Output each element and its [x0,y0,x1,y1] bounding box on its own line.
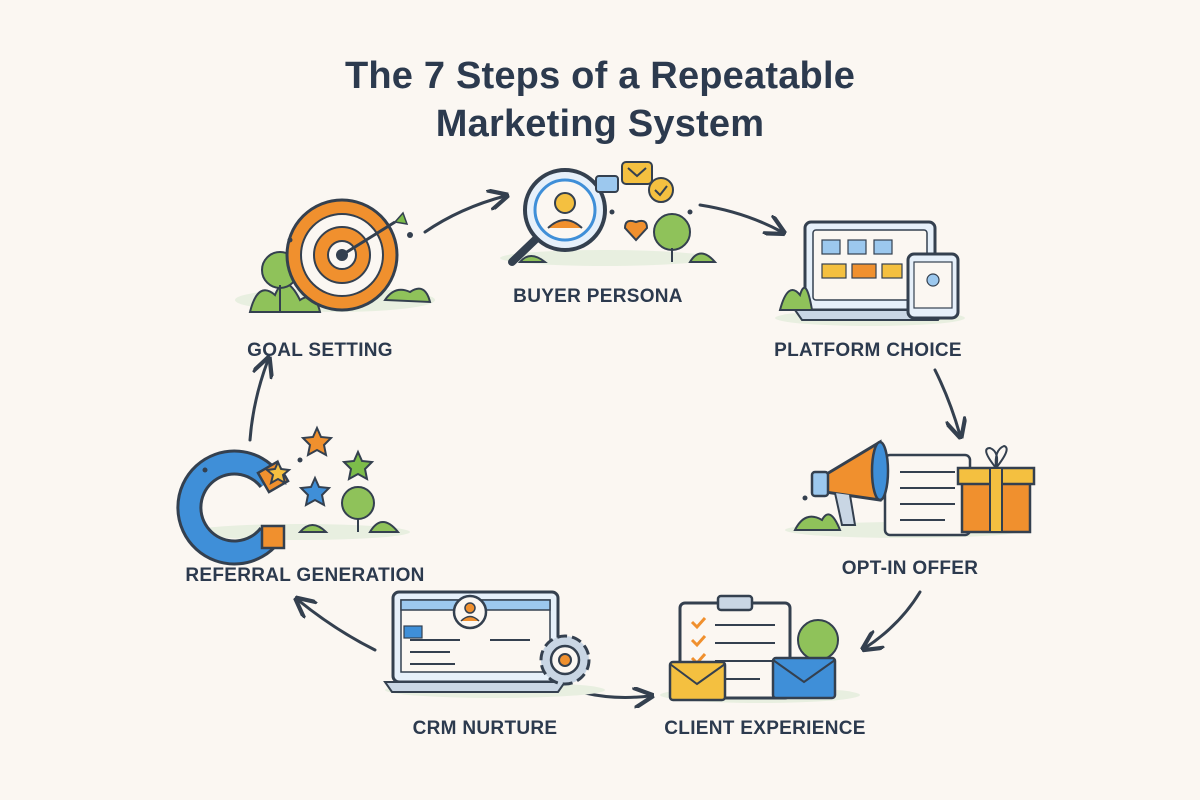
crm-monitor-icon [383,590,605,698]
arrow-platform-to-optin [933,368,960,435]
step-label-crm-nurture: CRM NURTURE [412,718,558,739]
title-line-2: Marketing System [435,103,765,145]
arrow-goal-to-persona [423,196,505,234]
arrow-crm-to-referral [298,600,377,652]
step-label-opt-in-offer: OPT-IN OFFER [841,558,979,579]
page-title: The 7 Steps of a Repeatable Marketing Sy… [0,52,1200,148]
arrow-crm-to-client [583,693,650,697]
magnifier-person-icon [500,161,718,266]
megaphone-gift-icon [785,439,1036,538]
step-label-buyer-persona: BUYER PERSONA [513,286,683,307]
devices-icon [775,220,965,326]
arrow-persona-to-platform [698,203,782,232]
title-line-1: The 7 Steps of a Repeatable [344,55,856,97]
step-label-referral-generation: REFERRAL GENERATION [185,565,425,586]
step-label-platform-choice: PLATFORM CHOICE [774,340,962,361]
arrow-referral-to-goal [248,360,268,442]
step-label-client-experience: CLIENT EXPERIENCE [664,718,866,739]
magnet-stars-icon [176,425,410,566]
arrow-optin-to-client [865,590,922,648]
clipboard-mail-icon [660,594,860,703]
target-icon [235,198,435,313]
step-label-goal-setting: GOAL SETTING [247,340,393,361]
